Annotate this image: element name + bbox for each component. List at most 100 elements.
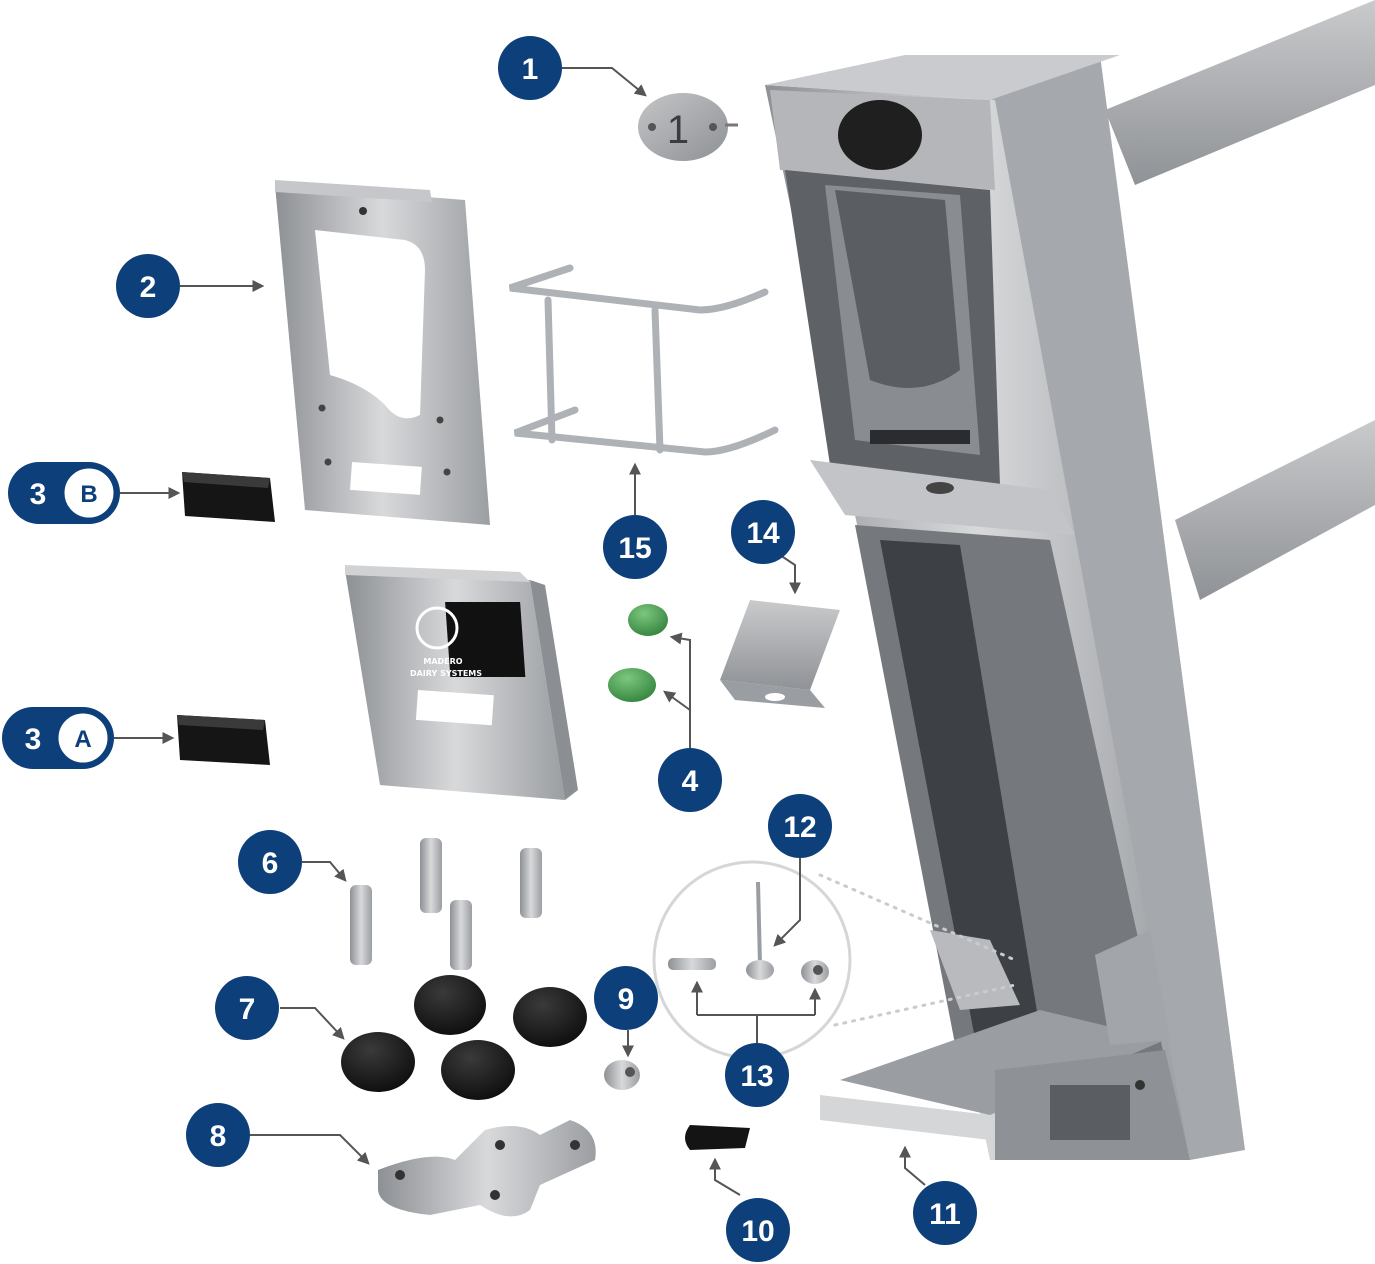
- leader-4-top: [669, 632, 691, 765]
- back-plate-window: [350, 462, 422, 495]
- wire-guard-bottom: [513, 406, 779, 456]
- svg-text:2: 2: [140, 271, 157, 304]
- part-bracket: [720, 600, 840, 708]
- base-hole-3: [570, 1140, 580, 1150]
- rubber-foot-1: [341, 1032, 415, 1092]
- callout-6: 6: [238, 830, 302, 894]
- callout-1: 1: [498, 36, 562, 100]
- handle-b-top: [182, 472, 270, 488]
- svg-text:15: 15: [618, 532, 651, 565]
- ledge-hole: [926, 482, 954, 494]
- detail-circle: [652, 860, 852, 1060]
- callout-14: 14: [731, 500, 795, 564]
- part-back-plate: [275, 180, 490, 525]
- detail-dotted-line-bottom: [833, 983, 1017, 1027]
- number-plate-body: [638, 93, 728, 161]
- svg-text:9: 9: [618, 983, 635, 1016]
- svg-text:3: 3: [25, 723, 42, 756]
- svg-text:12: 12: [783, 811, 816, 844]
- logo-plate: [445, 602, 526, 677]
- leader-8: [250, 1134, 370, 1165]
- callout-9: 9: [594, 966, 658, 1030]
- lower-rail: [1175, 420, 1375, 600]
- callout-3b: 3 B: [8, 462, 120, 524]
- callout-10: 10: [726, 1198, 790, 1262]
- front-cover-top: [345, 565, 530, 582]
- base-hole-2: [495, 1140, 505, 1150]
- base-box-window: [1050, 1085, 1130, 1140]
- part-handle-a: [177, 715, 270, 765]
- bracket-hole: [765, 693, 785, 701]
- plate-screw-right: [709, 123, 717, 131]
- callout-7: 7: [215, 976, 279, 1040]
- column-side: [990, 55, 1245, 1160]
- callout-12: 12: [768, 794, 832, 858]
- back-plate-screw-2: [436, 416, 444, 424]
- drip-tray-lip: [820, 1095, 990, 1140]
- svg-text:3: 3: [30, 478, 47, 511]
- callout-badges: 1 2 3 B 3 A 4 6 7: [2, 36, 977, 1262]
- lower-recess-shadow: [880, 540, 1045, 1065]
- svg-text:A: A: [74, 726, 91, 753]
- front-cover-side: [530, 580, 578, 800]
- leader-10: [709, 1157, 741, 1196]
- wire-guard-post-2: [651, 306, 664, 454]
- svg-text:B: B: [80, 481, 97, 508]
- base-box-hole: [1135, 1080, 1145, 1090]
- back-plate-hole-top: [359, 207, 367, 215]
- part-nut: [604, 1060, 640, 1090]
- svg-text:1: 1: [522, 53, 539, 86]
- back-plate-screw-3: [324, 458, 332, 466]
- part-wire-guard: [508, 264, 779, 456]
- number-plate-digit: 1: [667, 108, 689, 152]
- leader-4-bottom: [663, 690, 691, 711]
- part-handle-b: [182, 472, 275, 522]
- part-studs: [350, 838, 542, 970]
- detail-bushing-hole: [813, 965, 823, 975]
- part-green-caps: [608, 604, 668, 702]
- logo-emblem: [415, 606, 459, 650]
- leader-6: [302, 861, 347, 882]
- rubber-stopper-body: [685, 1125, 750, 1150]
- tray-bracket-right: [1095, 930, 1170, 1045]
- stud-4: [450, 900, 472, 970]
- svg-text:13: 13: [740, 1060, 773, 1093]
- rubber-foot-4: [441, 1040, 515, 1100]
- mid-ledge: [810, 460, 1075, 535]
- callout-4: 4: [658, 748, 722, 812]
- station-frame: [765, 0, 1375, 1160]
- callout-11: 11: [913, 1181, 977, 1245]
- bracket-face: [720, 600, 840, 690]
- upper-rail: [1105, 0, 1375, 185]
- part-front-cover: MADERO DAIRY SYSTEMS: [345, 565, 578, 800]
- svg-text:4: 4: [682, 765, 699, 798]
- wire-guard-top: [508, 264, 769, 314]
- part-rubber-feet: [341, 975, 587, 1100]
- top-cap: [765, 55, 1120, 100]
- mounting-base-body: [378, 1120, 596, 1217]
- detail-spring-wire: [756, 881, 762, 966]
- callout-8: 8: [186, 1103, 250, 1167]
- nut-hole: [625, 1067, 635, 1077]
- svg-text:11: 11: [929, 1198, 961, 1231]
- leader-12: [773, 858, 801, 947]
- nut-body: [604, 1060, 640, 1090]
- leader-13: [696, 985, 816, 1045]
- base-hole-4: [490, 1190, 500, 1200]
- detail-spring-coil: [746, 960, 774, 980]
- base-hole-1: [395, 1170, 405, 1180]
- upper-slot: [870, 430, 970, 444]
- svg-text:8: 8: [210, 1120, 227, 1153]
- cap-hole: [838, 100, 922, 170]
- tray-bracket: [930, 930, 1020, 1010]
- wire-guard-post-1: [544, 296, 556, 444]
- leader-lines: [114, 67, 926, 1196]
- green-cap-top: [628, 604, 668, 636]
- part-number-plate: 1: [638, 93, 738, 161]
- detail-dotted-line-top: [818, 873, 1017, 962]
- stud-2: [420, 838, 442, 913]
- callout-3a: 3 A: [2, 707, 114, 769]
- detail-pin: [668, 958, 716, 970]
- handle-a-top: [177, 715, 265, 730]
